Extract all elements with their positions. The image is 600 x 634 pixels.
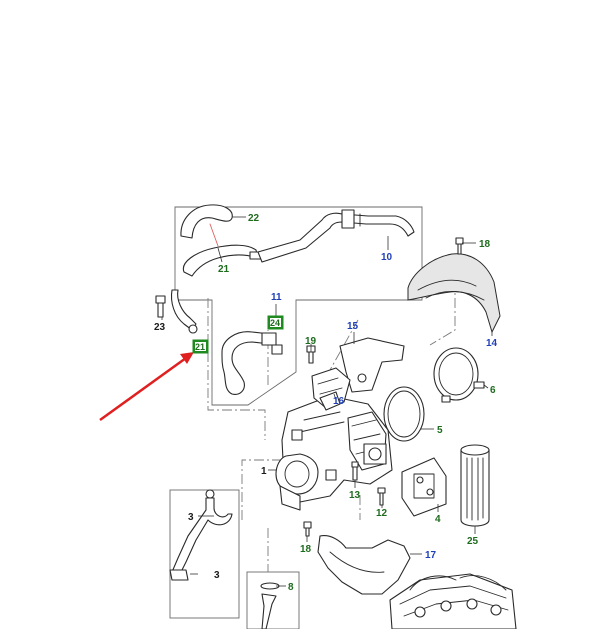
callout-21-right: 24 [270, 318, 280, 328]
v-band-clamp-6 [433, 347, 485, 403]
small-hose-left [170, 289, 197, 331]
stud-12 [377, 487, 386, 506]
bracket-hole [357, 373, 367, 383]
pipe-washer-top [205, 489, 215, 499]
callout-3-upper: 3 [188, 512, 194, 523]
guide-line-3 [241, 459, 282, 520]
callout-13: 13 [349, 490, 361, 501]
heat-shield-rib-2 [425, 291, 485, 301]
gasket-ring-5 [383, 386, 425, 442]
callout-23: 22 [248, 213, 260, 224]
oil-feed-pipe [171, 497, 233, 575]
callout-11: 11 [271, 292, 282, 303]
o-ring-left [188, 324, 198, 334]
bolt-18-lower [303, 521, 312, 537]
callout-25: 25 [467, 536, 479, 547]
guide-line-8 [329, 319, 359, 371]
lower-shield-rib [329, 551, 385, 573]
highlight-box-21-left-inner [195, 342, 206, 351]
highlight-box-21-right-inner [270, 318, 281, 327]
callout-14: 14 [486, 338, 498, 349]
bracket-15 [339, 337, 405, 393]
hose-group-frame [174, 206, 423, 406]
callout-5: 5 [437, 425, 443, 436]
leader-lines [161, 216, 493, 587]
callout-10: 10 [381, 252, 393, 263]
clamp-8 [260, 582, 280, 630]
coolant-pipe-long [257, 212, 415, 263]
filter-cylinder-25 [460, 444, 490, 527]
pipe-fitting-bottom [169, 569, 189, 581]
hose-clamp-11 [261, 332, 277, 346]
hose-end-fitting [271, 344, 283, 355]
callout-1: 1 [261, 466, 267, 477]
callout-6: 6 [490, 385, 496, 396]
callout-17: 17 [425, 550, 437, 561]
stud-13 [351, 461, 359, 481]
pointer-arrow [99, 352, 194, 422]
callout-12: 12 [376, 508, 388, 519]
red-guide-line [209, 223, 219, 247]
coolant-hose-upper [180, 204, 233, 239]
gasket-plate-4 [401, 457, 447, 517]
callout-19: 19 [305, 336, 317, 347]
callout-21-left: 21 [195, 342, 205, 352]
heat-shield-rib [417, 279, 477, 291]
callout-4: 4 [435, 514, 441, 525]
callout-22: 21 [218, 264, 230, 275]
callout-24: 23 [154, 322, 166, 333]
callout-labels: 22 21 10 23 11 18 14 15 19 16 6 5 1 13 1… [154, 213, 498, 593]
lower-heat-shield-17 [317, 535, 411, 595]
guide-line-1 [207, 298, 266, 440]
bolt-18-top [455, 237, 464, 255]
pipe-group-frame [169, 489, 240, 619]
turbocharger-assembly [275, 367, 393, 511]
bolt-24 [155, 295, 166, 318]
callout-18-top: 18 [479, 239, 491, 250]
callout-8: 8 [288, 582, 294, 593]
engine-block [389, 573, 517, 630]
callout-18-lower: 18 [300, 544, 312, 555]
callout-16: 16 [333, 396, 345, 407]
callout-15: 15 [347, 321, 359, 332]
pipe-bracket-10 [341, 209, 355, 229]
callout-3-lower: 3 [214, 570, 220, 581]
turbo-coolant-hose [221, 331, 271, 395]
